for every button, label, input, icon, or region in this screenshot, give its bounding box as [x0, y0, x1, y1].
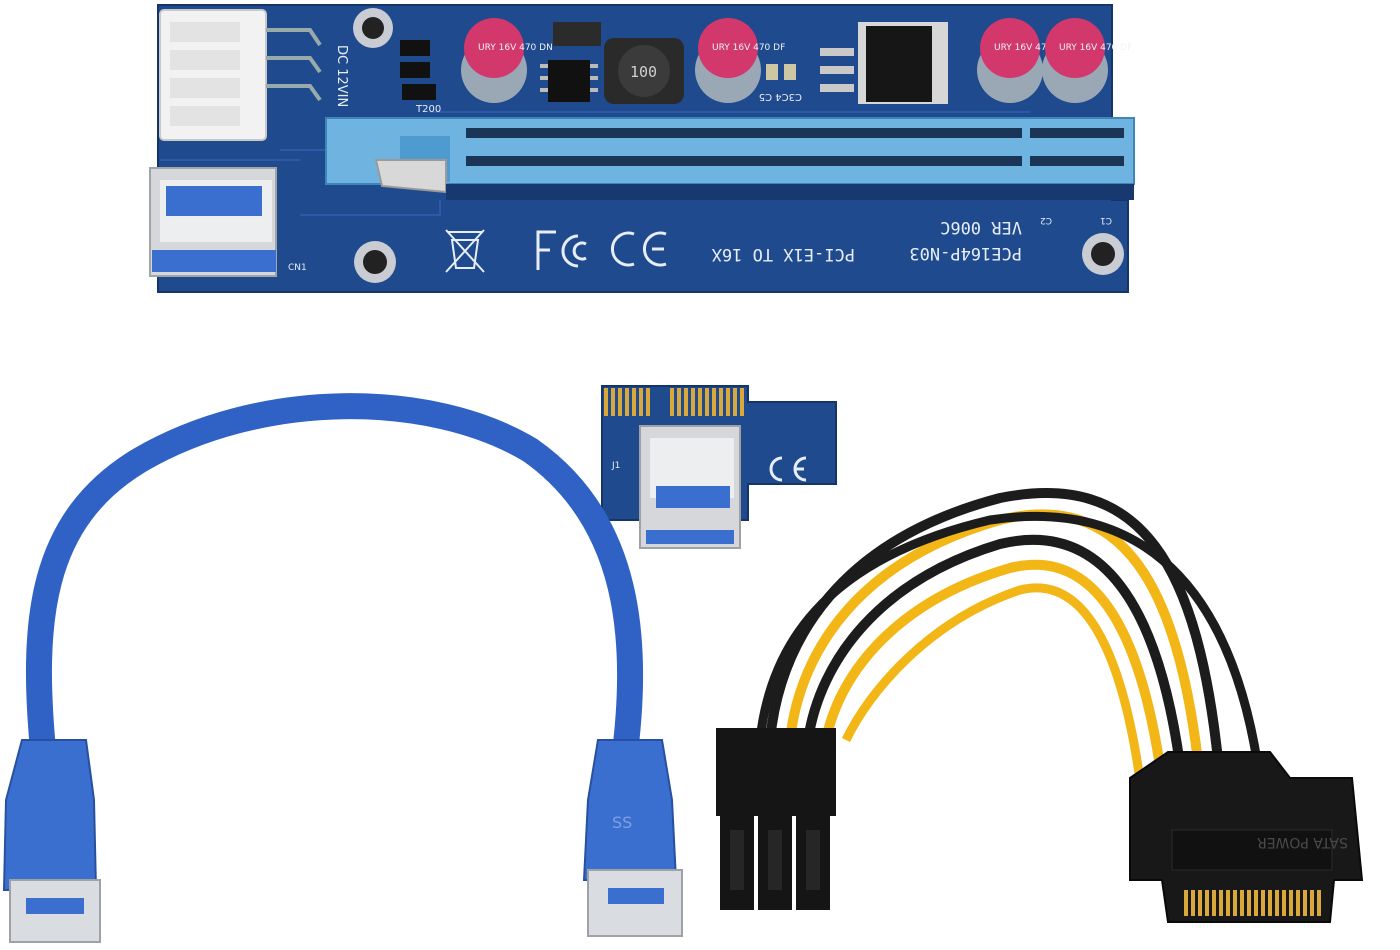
cap-label-c1: C1	[1100, 215, 1112, 225]
pcie-x16-slot	[325, 117, 1135, 185]
capacitor-3: URY 16V 470 DF	[977, 18, 1067, 103]
wire-black-1	[765, 488, 1225, 781]
smd-cap-c3	[766, 64, 778, 80]
model-label: PCE164P-N03	[909, 243, 1022, 263]
power-input-label: DC 12VIN	[334, 45, 349, 107]
adapter-gold-fingers	[604, 388, 650, 416]
gold-contact	[1191, 890, 1195, 916]
gold-contact	[1198, 890, 1202, 916]
board-usb-port	[149, 167, 277, 277]
fcc-icon	[536, 230, 587, 270]
adapter-usb-port	[639, 425, 741, 549]
smd-cap-c4	[784, 64, 796, 80]
smd-diode	[400, 40, 430, 56]
gold-contact	[719, 388, 723, 416]
ic-chip	[540, 60, 598, 102]
gold-contact	[1275, 890, 1279, 916]
gold-contact	[1289, 890, 1293, 916]
gold-contact	[1205, 890, 1209, 916]
gold-contact	[705, 388, 709, 416]
cap-label-c2: C2	[1040, 215, 1052, 225]
gold-contact	[726, 388, 730, 416]
riser-board: DC 12VIN T200 URY 16V 470 DN URY 16V 470…	[149, 4, 1135, 293]
gold-contact	[1317, 890, 1321, 916]
gold-contact	[1212, 890, 1216, 916]
gold-contact	[1282, 890, 1286, 916]
usb-plug-left	[2, 739, 101, 943]
capacitor-4: URY 16V 470 DF	[1042, 18, 1132, 103]
gold-contact	[740, 388, 744, 416]
slot-retention-latch	[374, 159, 447, 194]
pcie-x1-adapter: J1	[601, 385, 837, 549]
gold-contact	[1247, 890, 1251, 916]
version-label: VER 006C	[940, 217, 1022, 237]
t200-label: T200	[415, 104, 441, 115]
wire-black-3	[755, 511, 1265, 781]
gold-contact	[604, 388, 608, 416]
gold-contact	[625, 388, 629, 416]
gold-contact	[618, 388, 622, 416]
slot-shadow	[446, 184, 1134, 200]
wire-yellow-2	[821, 559, 1167, 781]
usb-cable-loop	[25, 393, 644, 773]
sata-power-label: SATA POWER	[1257, 834, 1348, 850]
usb-plug-right: SS	[582, 739, 683, 937]
gold-contact	[1310, 890, 1314, 916]
gold-contact	[632, 388, 636, 416]
gold-contact	[1233, 890, 1237, 916]
capacitor-1: URY 16V 470 DN	[461, 18, 553, 103]
svg-text:URY 16V 470 DF: URY 16V 470 DF	[994, 43, 1067, 53]
svg-text:URY 16V 470 DF: URY 16V 470 DF	[712, 43, 785, 53]
mounting-hole-bottom-left	[354, 241, 396, 283]
sata-power-connector: SATA POWER	[1129, 751, 1364, 923]
gold-contact	[1254, 890, 1258, 916]
smd-diode-2	[400, 62, 430, 78]
gold-contact	[1261, 890, 1265, 916]
six-pin-connector	[716, 728, 836, 910]
connector-cn1-label: CN1	[288, 263, 307, 273]
wire-yellow-3	[841, 583, 1145, 781]
sata-gold-contacts	[1184, 890, 1321, 916]
gold-contact	[1296, 890, 1300, 916]
weee-icon	[445, 229, 485, 273]
gold-contact	[670, 388, 674, 416]
adapter-j1-label: J1	[611, 461, 620, 471]
gold-contact	[639, 388, 643, 416]
capacitor-2: URY 16V 470 DF	[695, 18, 785, 103]
inductor: 100	[604, 38, 684, 104]
adapter-ce-icon	[769, 456, 807, 482]
gold-contact	[684, 388, 688, 416]
sata-power-cable: SATA POWER	[716, 488, 1364, 923]
cap-label-left: C3C4 C5	[759, 91, 802, 102]
gold-contact	[691, 388, 695, 416]
gold-contact	[733, 388, 737, 416]
gold-contact	[1184, 890, 1188, 916]
svg-text:URY 16V 470 DF: URY 16V 470 DF	[1059, 43, 1132, 53]
gold-contact	[1240, 890, 1244, 916]
svg-text:URY 16V 470 DN: URY 16V 470 DN	[478, 43, 553, 53]
mounting-hole-bottom-right	[1082, 233, 1124, 275]
conversion-label: PCI-E1X TO 16X	[711, 244, 855, 264]
usb3-cable: SS	[2, 393, 683, 943]
mounting-hole-top	[353, 8, 393, 48]
molex-power-connector	[159, 9, 322, 141]
voltage-regulator	[820, 22, 948, 104]
gold-contact	[1303, 890, 1307, 916]
gold-contact	[677, 388, 681, 416]
gold-contact	[1268, 890, 1272, 916]
smd-array	[553, 22, 601, 46]
adapter-gold-fingers-2	[670, 388, 744, 416]
t200-chip	[402, 84, 436, 100]
wire-black-2	[803, 534, 1187, 781]
gold-contact	[646, 388, 650, 416]
ce-icon	[611, 231, 667, 267]
gold-contact	[1219, 890, 1223, 916]
gold-contact	[698, 388, 702, 416]
gold-contact	[712, 388, 716, 416]
gold-contact	[1226, 890, 1230, 916]
gold-contact	[611, 388, 615, 416]
usb-ss-marking: SS	[612, 813, 632, 832]
svg-text:100: 100	[630, 63, 657, 81]
